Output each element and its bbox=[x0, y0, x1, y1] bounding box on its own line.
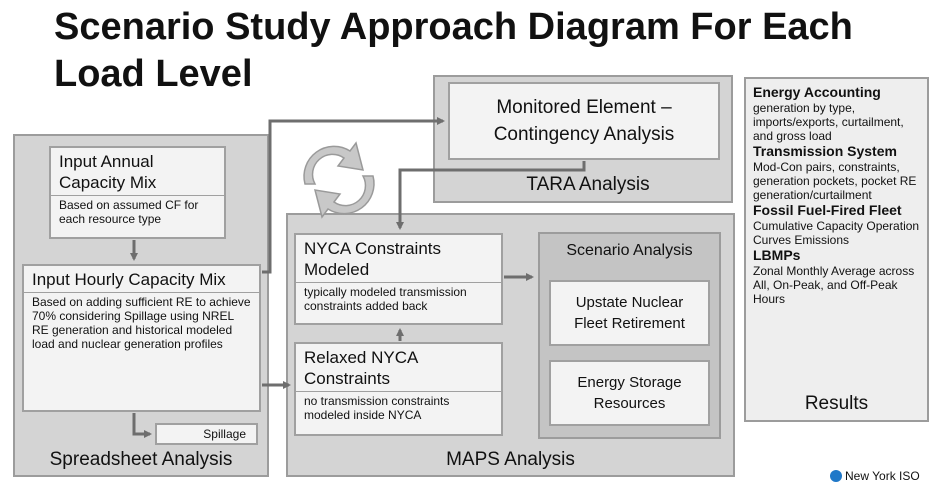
results-item-heading: Energy Accounting bbox=[753, 84, 881, 100]
input-annual-capacity-mix-title: Input Annual Capacity Mix bbox=[59, 152, 157, 192]
nyca-constraints-modeled-box: NYCA Constraints Modeled typically model… bbox=[294, 233, 503, 325]
relaxed-nyca-constraints-title: Relaxed NYCA Constraints bbox=[304, 348, 418, 388]
input-annual-capacity-mix-desc: Based on assumed CF for each resource ty… bbox=[51, 195, 224, 228]
relaxed-nyca-constraints-desc: no transmission constraints modeled insi… bbox=[296, 391, 501, 424]
input-hourly-capacity-mix-title: Input Hourly Capacity Mix bbox=[32, 270, 226, 289]
spreadsheet-analysis-label: Spreadsheet Analysis bbox=[49, 449, 233, 470]
upstate-nuclear-retirement-label: Upstate Nuclear Fleet Retirement bbox=[574, 294, 685, 332]
energy-storage-resources-label: Energy Storage Resources bbox=[577, 374, 682, 412]
monitored-element-contingency-box: Monitored Element – Contingency Analysis bbox=[448, 82, 720, 160]
scenario-analysis-label: Scenario Analysis bbox=[566, 242, 693, 259]
tara-analysis-label: TARA Analysis bbox=[526, 174, 650, 195]
results-item-heading: LBMPs bbox=[753, 247, 801, 263]
results-item-text: Mod-Con pairs, constraints, generation p… bbox=[753, 160, 917, 202]
results-item-text: Zonal Monthly Average across All, On-Pea… bbox=[753, 264, 915, 306]
results-label: Results bbox=[804, 393, 869, 414]
input-hourly-capacity-mix-box: Input Hourly Capacity Mix Based on addin… bbox=[22, 264, 261, 412]
relaxed-nyca-constraints-box: Relaxed NYCA Constraints no transmission… bbox=[294, 342, 503, 436]
upstate-nuclear-retirement-box: Upstate Nuclear Fleet Retirement bbox=[549, 280, 710, 346]
input-hourly-capacity-mix-desc: Based on adding sufficient RE to achieve… bbox=[24, 292, 259, 353]
maps-analysis-label: MAPS Analysis bbox=[446, 449, 575, 470]
nyiso-logo: New York ISO bbox=[830, 467, 929, 485]
results-item-heading: Fossil Fuel-Fired Fleet bbox=[753, 202, 902, 218]
input-annual-capacity-mix-box: Input Annual Capacity Mix Based on assum… bbox=[49, 146, 226, 239]
results-item-text: Cumulative Capacity Operation Curves Emi… bbox=[753, 219, 920, 247]
results-item-text: generation by type, imports/exports, cur… bbox=[753, 101, 904, 143]
page-title: Scenario Study Approach Diagram For Each… bbox=[54, 6, 853, 95]
globe-icon bbox=[830, 469, 842, 482]
nyca-constraints-modeled-title: NYCA Constraints Modeled bbox=[304, 239, 441, 279]
spillage-label: Spillage bbox=[203, 427, 246, 441]
results-item-heading: Transmission System bbox=[753, 143, 897, 159]
spillage-box: Spillage bbox=[155, 423, 258, 445]
nyca-constraints-modeled-desc: typically modeled transmission constrain… bbox=[296, 282, 501, 315]
nyiso-logo-text: New York ISO bbox=[845, 468, 920, 483]
energy-storage-resources-box: Energy Storage Resources bbox=[549, 360, 710, 426]
monitored-element-contingency-label: Monitored Element – Contingency Analysis bbox=[493, 97, 675, 145]
cycle-icon bbox=[303, 141, 375, 219]
